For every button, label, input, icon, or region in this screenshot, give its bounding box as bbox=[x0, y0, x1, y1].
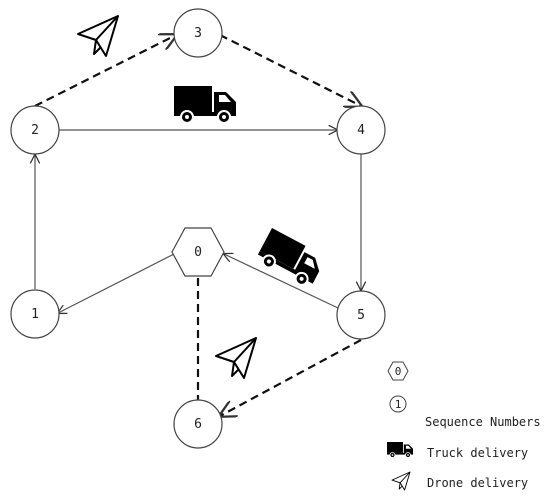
node-0: 0 bbox=[171, 227, 225, 277]
icons-layer bbox=[77, 15, 328, 379]
edge-2-3 bbox=[34, 35, 176, 107]
paper-plane-icon bbox=[215, 337, 257, 379]
node-0-label: 0 bbox=[194, 245, 202, 260]
node-5: 5 bbox=[336, 290, 386, 340]
node-1: 1 bbox=[10, 289, 60, 339]
legend-truck: Truck delivery bbox=[386, 441, 528, 460]
node-2-label: 2 bbox=[31, 123, 39, 138]
node-6-label: 6 bbox=[194, 417, 202, 432]
legend-depot: 0 bbox=[387, 361, 409, 381]
truck-icon bbox=[386, 441, 414, 458]
nodes-layer: 0 1 2 3 4 5 6 bbox=[10, 8, 386, 449]
legend-sequence-label: Sequence Numbers bbox=[425, 415, 541, 429]
edge-3-4 bbox=[219, 34, 361, 106]
edge-5-0 bbox=[224, 254, 339, 309]
paper-plane-icon bbox=[391, 471, 411, 491]
edge-0-1 bbox=[58, 252, 177, 313]
node-4: 4 bbox=[336, 105, 386, 155]
legend-depot-symbol: 0 bbox=[395, 365, 402, 378]
node-4-label: 4 bbox=[357, 123, 365, 138]
node-5-label: 5 bbox=[357, 308, 365, 323]
truck-icon bbox=[253, 227, 328, 291]
truck-icon bbox=[173, 85, 237, 124]
legend-customer: 1 bbox=[389, 395, 407, 413]
legend: 0 1 Sequence Numbers Truck delivery Dron… bbox=[386, 361, 541, 491]
edge-5-6 bbox=[220, 339, 362, 416]
edges-layer bbox=[35, 35, 361, 416]
node-6: 6 bbox=[173, 399, 223, 449]
legend-customer-symbol: 1 bbox=[395, 398, 402, 411]
legend-truck-label: Truck delivery bbox=[427, 446, 528, 460]
legend-drone-label: Drone delivery bbox=[427, 476, 528, 490]
node-2: 2 bbox=[10, 105, 60, 155]
node-3-label: 3 bbox=[194, 26, 202, 41]
legend-drone: Drone delivery bbox=[391, 471, 528, 491]
paper-plane-icon bbox=[77, 15, 119, 57]
node-3: 3 bbox=[173, 8, 223, 58]
node-1-label: 1 bbox=[31, 307, 39, 322]
